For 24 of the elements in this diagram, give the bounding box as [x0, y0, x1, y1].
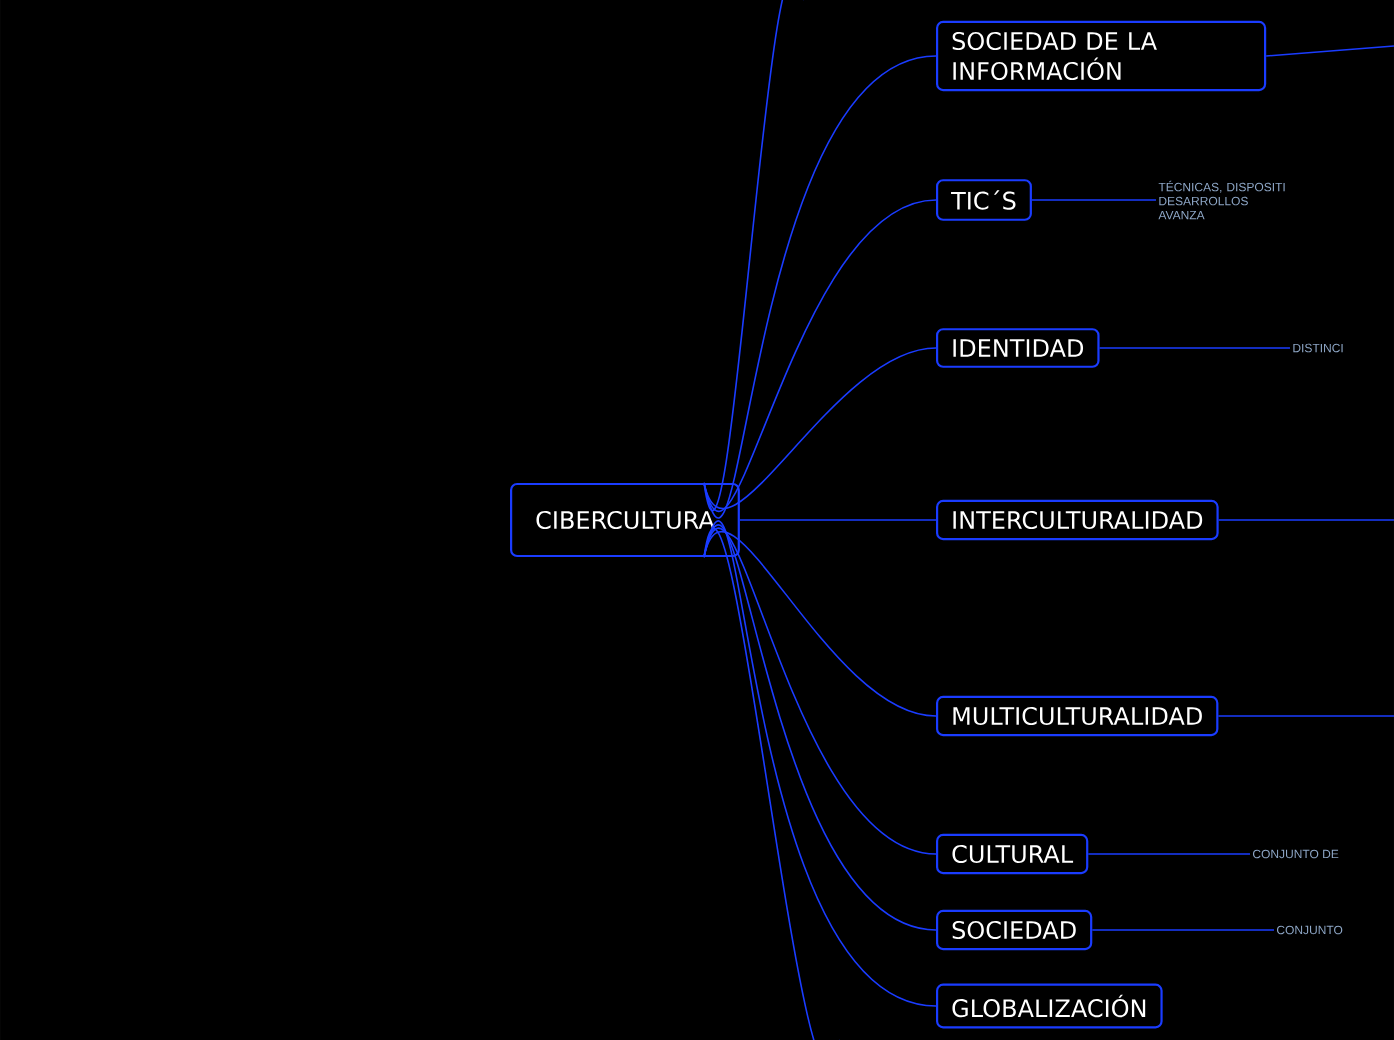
connector-line — [703, 525, 937, 931]
topic-box: INTERCULTURALIDAD — [936, 499, 1219, 541]
topic-box: CULTURAL — [936, 833, 1089, 875]
topic-box: TIC´S — [936, 179, 1032, 221]
topic-box: IDENTIDAD — [936, 328, 1100, 368]
connector-line — [1087, 853, 1251, 855]
connector-line — [1098, 347, 1291, 349]
topic-box: SOCIEDAD — [936, 909, 1093, 951]
connector-line — [703, 55, 937, 517]
connector-line — [1217, 519, 1394, 521]
connector-line — [1265, 45, 1394, 57]
central-topic-box: CIBERCULTURA — [510, 482, 740, 558]
connector-line — [1217, 715, 1394, 717]
connector-line — [703, 347, 937, 510]
connector-line — [1031, 199, 1157, 201]
topic-box: GLOBALIZACIÓN — [936, 983, 1163, 1029]
connector-line — [739, 519, 937, 521]
topic-box: SOCIEDAD DE LA INFORMACIÓN — [936, 20, 1267, 92]
connector-line — [703, 522, 937, 1007]
connector-line — [703, 199, 937, 512]
connector-line — [703, 530, 937, 717]
topic-box: MULTICULTURALIDAD — [936, 695, 1219, 737]
connector-line — [1091, 929, 1275, 931]
connector-line — [703, 528, 937, 855]
